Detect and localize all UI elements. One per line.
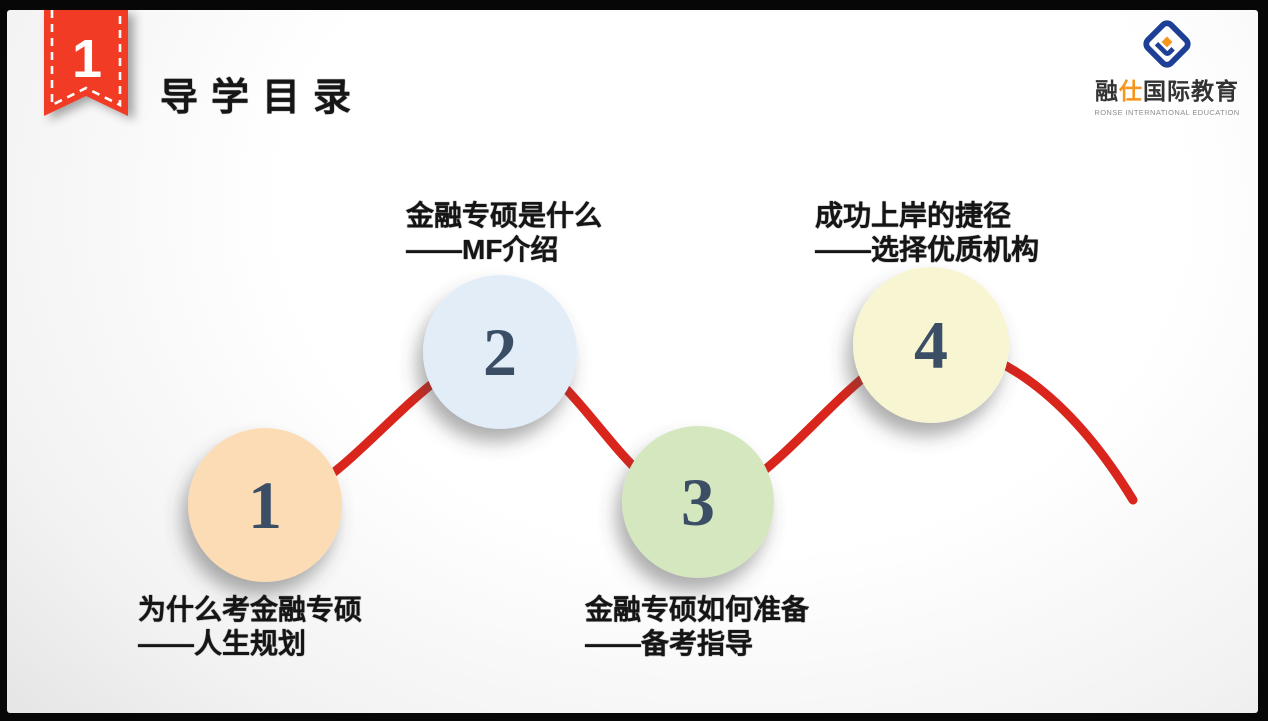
step-4-circle (853, 267, 1009, 423)
step-2-label-line2: ——MF介绍 (406, 234, 559, 265)
step-3-circle (622, 426, 774, 578)
logo-tagline: RONSE INTERNATIONAL EDUCATION (1094, 108, 1240, 117)
step-1-label-line2: ——人生规划 (138, 628, 307, 659)
step-4-label: 成功上岸的捷径 ——选择优质机构 (815, 199, 1039, 267)
step-3-number: 3 (681, 464, 715, 540)
logo-name-accent: 仕 (1119, 78, 1143, 104)
step-4-label-line2: ——选择优质机构 (815, 234, 1040, 265)
step-2-circle (423, 275, 577, 429)
step-4-label-line1: 成功上岸的捷径 (815, 200, 1012, 231)
chapter-ribbon: 1 (44, 10, 128, 116)
step-3-label: 金融专硕如何准备 ——备考指导 (585, 593, 809, 661)
step-4-number: 4 (914, 307, 948, 383)
step-3-label-line1: 金融专硕如何准备 (585, 594, 810, 625)
journey-diagram (188, 267, 1138, 582)
step-1-number: 1 (248, 467, 282, 543)
ribbon-dashed-border (50, 10, 122, 108)
step-2-number: 2 (483, 314, 517, 390)
logo-diamond-icon (1143, 20, 1191, 68)
logo-name-prefix: 融 (1095, 78, 1119, 104)
step-3-label-line2: ——备考指导 (585, 628, 754, 659)
ribbon-shape (44, 10, 128, 116)
logo-name: 融仕国际教育 (1095, 72, 1239, 106)
step-1-label: 为什么考金融专硕 ——人生规划 (138, 593, 362, 661)
step-1-circle (188, 428, 342, 582)
ribbon-number: 1 (72, 29, 102, 89)
step-2-label-line1: 金融专硕是什么 (406, 200, 603, 231)
page-title: 导学目录 (160, 77, 365, 119)
brand-logo: 融仕国际教育 RONSE INTERNATIONAL EDUCATION (1077, 18, 1257, 117)
logo-name-suffix: 国际教育 (1143, 78, 1239, 104)
step-2-label: 金融专硕是什么 ——MF介绍 (406, 199, 602, 267)
slide: 1 导学目录 融仕国际教育 RONSE INTERNATIONAL EDUCAT… (7, 10, 1258, 713)
step-1-label-line1: 为什么考金融专硕 (138, 594, 363, 625)
